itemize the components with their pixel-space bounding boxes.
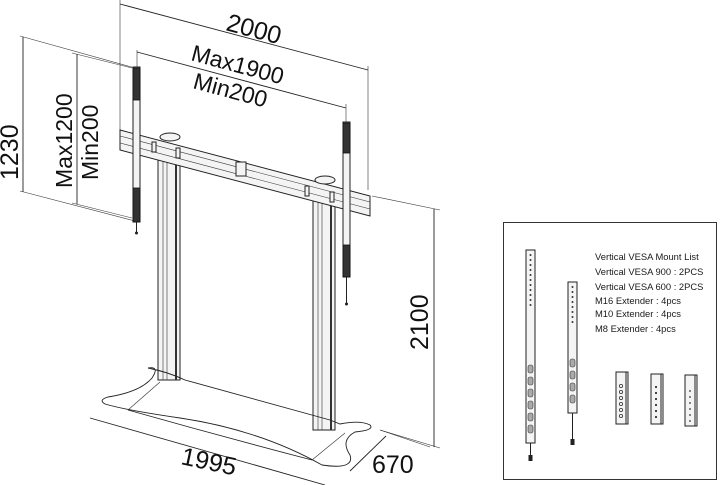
- mount-list-item: Vertical VESA 600 : 2PCS: [595, 281, 704, 293]
- left-vesa-bracket: [132, 66, 141, 235]
- mount-list-title: Vertical VESA Mount List: [595, 251, 699, 262]
- base-plate: [101, 367, 372, 467]
- mount-list-item: Vertical VESA 900 : 2PCS: [595, 266, 704, 278]
- vesa-900-bracket-icon: [525, 249, 536, 461]
- dimension-rail-width: Max1900 Min200: [136, 40, 347, 122]
- dimension-1995: 1995: [89, 417, 326, 485]
- parts-illustration: [525, 249, 698, 461]
- mount-list-item: M8 Extender : 4pcs: [595, 323, 676, 335]
- mount-list-panel: Vertical VESA Mount List Vertical VESA 9…: [503, 222, 717, 480]
- dim-1995-label: 1995: [179, 442, 239, 481]
- dimension-bracket-height: 1230 Max1200 Min200: [0, 35, 136, 222]
- mount-list-item: M16 Extender : 4pcs: [595, 294, 681, 306]
- dim-max1200-label: Max1200: [51, 93, 77, 188]
- horizontal-rail: [119, 129, 371, 217]
- m10-extender-icon: [650, 373, 664, 425]
- mount-list-item: M10 Extender : 4pcs: [595, 307, 681, 319]
- m8-extender-icon: [684, 374, 698, 427]
- right-column: [312, 194, 336, 431]
- dim-670-label: 670: [372, 451, 414, 479]
- dim-2100-label: 2100: [406, 294, 434, 350]
- vesa-600-bracket-icon: [567, 281, 578, 445]
- dim-2000-label: 2000: [223, 9, 284, 50]
- left-column: [157, 149, 181, 381]
- mount-list: Vertical VESA Mount List Vertical VESA 9…: [595, 249, 703, 336]
- m16-extender-icon: [615, 371, 629, 425]
- dimension-2100: 2100: [371, 195, 441, 449]
- dimension-670: 670: [349, 429, 431, 479]
- right-vesa-bracket: [342, 121, 351, 306]
- dim-min200-vertical-label: Min200: [77, 105, 103, 180]
- dim-1230-label: 1230: [0, 124, 24, 180]
